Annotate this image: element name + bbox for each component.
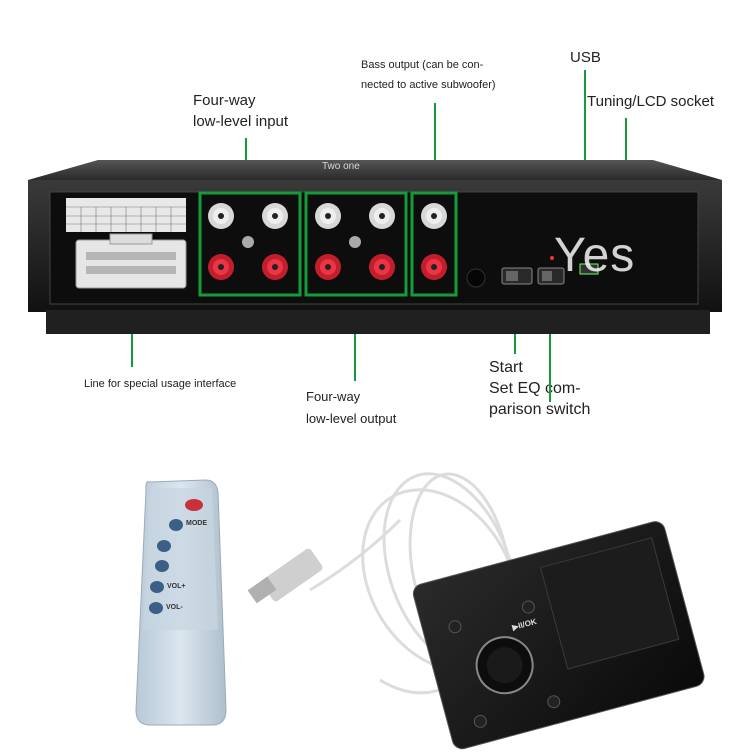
label-line-1: Set EQ com- bbox=[489, 380, 581, 397]
leader-eq bbox=[549, 292, 551, 402]
label-line-2: low-level output bbox=[306, 411, 397, 426]
leader-bass bbox=[434, 103, 436, 193]
watermark-text: Yes bbox=[554, 229, 636, 282]
label-line-1: Bass output (can be con- bbox=[361, 59, 484, 71]
power-led bbox=[550, 256, 554, 260]
label-four-way-input: Four-way low-level input bbox=[193, 90, 288, 132]
rca-jacks bbox=[208, 203, 447, 280]
label-four-way-output: Four-way low-level output bbox=[306, 387, 396, 429]
ir-port bbox=[466, 268, 486, 288]
remote-vol-down-label: VOL- bbox=[166, 604, 183, 611]
label-line-1: Four-way bbox=[306, 389, 361, 404]
leader-output bbox=[354, 294, 356, 381]
bass-highlight-box bbox=[410, 191, 458, 297]
harness-connector bbox=[75, 239, 187, 289]
label-set-eq: Set EQ com- parison switch bbox=[489, 378, 590, 420]
label-line-2: low-level input bbox=[193, 113, 289, 130]
accessories-photo bbox=[135, 472, 705, 750]
label-line-1: Four-way bbox=[193, 92, 256, 109]
label-bass-output: Bass output (can be con- nected to activ… bbox=[361, 55, 496, 95]
chassis-bottom bbox=[46, 310, 710, 334]
remote-vol-up-label: VOL+ bbox=[167, 583, 186, 590]
usb-port bbox=[579, 263, 599, 275]
label-line-2: nected to active subwoofer) bbox=[361, 79, 496, 91]
label-tuning-lcd: Tuning/LCD socket bbox=[587, 93, 715, 110]
label-start: Start bbox=[489, 359, 523, 376]
brand-text: Two one bbox=[322, 161, 360, 172]
lcd-screen bbox=[539, 537, 680, 670]
label-line-2: parison switch bbox=[489, 401, 591, 418]
chassis-top bbox=[28, 160, 722, 180]
remote-power-button bbox=[185, 499, 203, 511]
output-highlight-box bbox=[304, 191, 408, 297]
remote-mode-label: MODE bbox=[186, 520, 207, 527]
amplifier-device bbox=[28, 160, 722, 334]
input-highlight-box bbox=[198, 191, 302, 297]
label-special-interface: Line for special usage interface bbox=[84, 378, 237, 390]
label-usb: USB bbox=[570, 49, 601, 66]
usb-plug bbox=[261, 548, 323, 602]
